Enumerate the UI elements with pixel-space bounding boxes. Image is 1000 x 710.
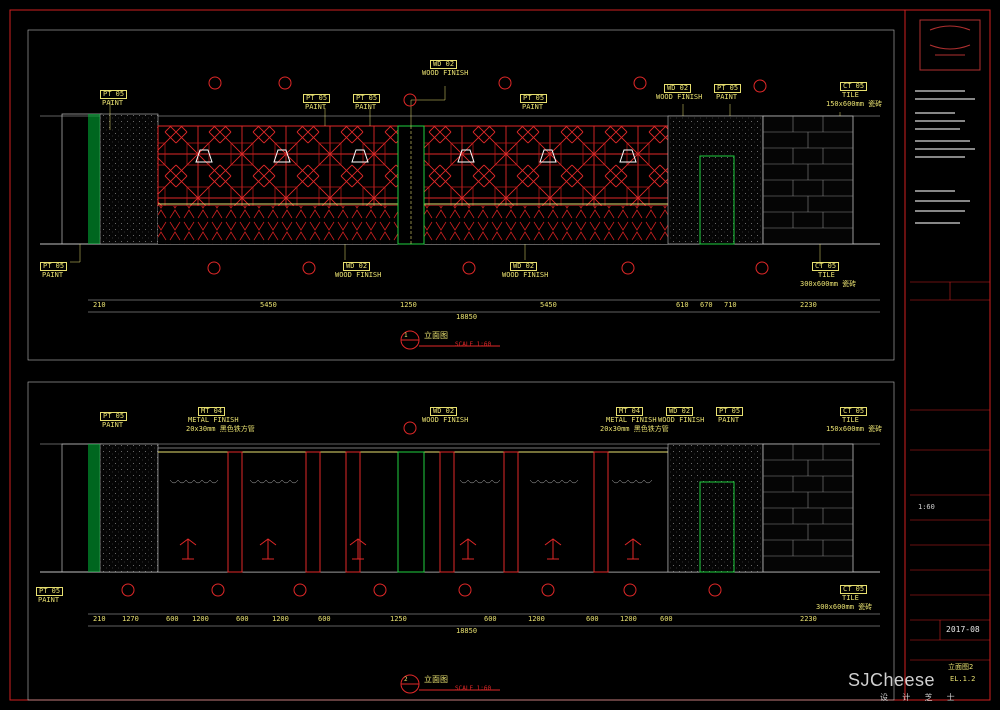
e1-title-num: 1 — [404, 332, 408, 339]
e2-dim-0: 210 — [93, 615, 106, 623]
e1-title: 立面图 — [424, 331, 448, 340]
e2-tag-tile-en: TILE — [842, 416, 859, 424]
e1-tag-paint-4: PT 05 — [520, 94, 548, 103]
e1-tag-paint-en: PAINT — [102, 99, 124, 107]
e1-tag-paint-5-en: PAINT — [716, 93, 738, 101]
e1-tag-paint-4-en: PAINT — [522, 103, 544, 111]
e2-tile-note-top: 150x600mm 瓷砖 — [826, 425, 883, 433]
title-block-date: 2017-08 — [946, 625, 980, 634]
e2-dim-11: 1200 — [620, 615, 637, 623]
e2-scale: SCALE 1:60 — [455, 685, 492, 692]
e1-dim-4: 610 — [676, 301, 689, 309]
e2-tag-paint-bottom-en: PAINT — [38, 596, 60, 604]
e1-tag-tile-bottom-en: TILE — [818, 271, 835, 279]
e2-tag-wood-en: WOOD FINISH — [422, 416, 469, 424]
e2-dim-13: 2230 — [800, 615, 817, 623]
e2-dim-7: 1250 — [390, 615, 407, 623]
e1-tag-tile-en: TILE — [842, 91, 859, 99]
e2-tag-tile: CT 05 — [840, 407, 868, 416]
e2-dim-8: 600 — [484, 615, 497, 623]
e1-tag-paint-5: PT 05 — [714, 84, 742, 93]
e1-dim-2: 1250 — [400, 301, 417, 309]
e2-dim-5: 1200 — [272, 615, 289, 623]
e2-dim-3: 1200 — [192, 615, 209, 623]
elevation-1 — [40, 76, 880, 350]
e2-tag-paint-2: PT 05 — [716, 407, 744, 416]
e1-tag-paint-2-en: PAINT — [305, 103, 327, 111]
e2-tag-metal: MT 04 — [198, 407, 226, 416]
e2-tag-paint-en: PAINT — [102, 421, 124, 429]
e2-tag-wood: WD 02 — [430, 407, 458, 416]
e2-tag-tile-bottom-en: TILE — [842, 594, 859, 602]
e2-tag-metal-2-en: METAL FINISH — [606, 416, 657, 424]
e2-dim-6: 600 — [318, 615, 331, 623]
e2-tag-paint: PT 05 — [100, 412, 128, 421]
e1-tag-paint: PT 05 — [100, 90, 128, 99]
e2-dim-12: 600 — [660, 615, 673, 623]
e1-dim-1: 5450 — [260, 301, 277, 309]
e2-metal-note-2: 20x30mm 黑色铁方管 — [600, 425, 669, 433]
title-block — [910, 19, 990, 661]
e2-tag-tile-bottom: CT 05 — [840, 585, 868, 594]
e2-tag-wood-2-en: WOOD FINISH — [658, 416, 705, 424]
e1-tag-wood-2-en: WOOD FINISH — [656, 93, 703, 101]
e1-dim-7: 2230 — [800, 301, 817, 309]
e1-tag-wood-bottom-2-en: WOOD FINISH — [502, 271, 549, 279]
e2-dim-2: 600 — [166, 615, 179, 623]
e2-tag-metal-2: MT 04 — [616, 407, 644, 416]
e1-dim-6: 710 — [724, 301, 737, 309]
title-block-sheet-no: EL.1.2 — [950, 675, 976, 683]
title-block-drawing-title: 立面图2 — [948, 663, 974, 671]
e1-tag-wood-bottom: WD 02 — [343, 262, 371, 271]
e1-tag-wood-2: WD 02 — [664, 84, 692, 93]
elevation-2 — [40, 421, 880, 694]
e2-dim-4: 600 — [236, 615, 249, 623]
e2-dim-9: 1200 — [528, 615, 545, 623]
e1-tag-tile: CT 05 — [840, 82, 868, 91]
e2-title-num: 2 — [404, 676, 408, 683]
e1-tag-paint-3-en: PAINT — [355, 103, 377, 111]
e2-title: 立面图 — [424, 675, 448, 684]
e1-dim-3: 5450 — [540, 301, 557, 309]
e2-tag-metal-en: METAL FINISH — [188, 416, 239, 424]
e1-tag-wood: WD 02 — [430, 60, 458, 69]
e1-tile-note-bottom: 300x600mm 瓷砖 — [800, 280, 857, 288]
e2-tile-note-bottom: 300x600mm 瓷砖 — [816, 603, 873, 611]
e2-metal-note: 20x30mm 黑色铁方管 — [186, 425, 255, 433]
e1-tag-paint-2: PT 05 — [303, 94, 331, 103]
e2-dim-10: 600 — [586, 615, 599, 623]
e1-tag-paint-3: PT 05 — [353, 94, 381, 103]
e2-tag-paint-bottom: PT 05 — [36, 587, 64, 596]
watermark-sub: 设 计 芝 士 — [880, 693, 961, 702]
watermark-brand: SJCheese — [848, 670, 936, 690]
e1-dim-5: 670 — [700, 301, 713, 309]
e1-tag-wood-bottom-2: WD 02 — [510, 262, 538, 271]
e1-tag-wood-bottom-en: WOOD FINISH — [335, 271, 382, 279]
e2-dim-1: 1270 — [122, 615, 139, 623]
e1-tile-note-top: 150x600mm 瓷砖 — [826, 100, 883, 108]
e1-dim-total: 18850 — [456, 313, 478, 321]
e2-tag-paint-2-en: PAINT — [718, 416, 740, 424]
e2-dim-total: 18850 — [456, 627, 478, 635]
e2-tag-wood-2: WD 02 — [666, 407, 694, 416]
e1-scale: SCALE 1:60 — [455, 341, 492, 348]
e1-dim-0: 210 — [93, 301, 106, 309]
e1-tag-tile-bottom: CT 05 — [812, 262, 840, 271]
title-block-scale: 1:60 — [918, 503, 935, 511]
e1-tag-paint-bottom: PT 05 — [40, 262, 68, 271]
e1-tag-paint-bottom-en: PAINT — [42, 271, 64, 279]
e1-tag-wood-en: WOOD FINISH — [422, 69, 469, 77]
